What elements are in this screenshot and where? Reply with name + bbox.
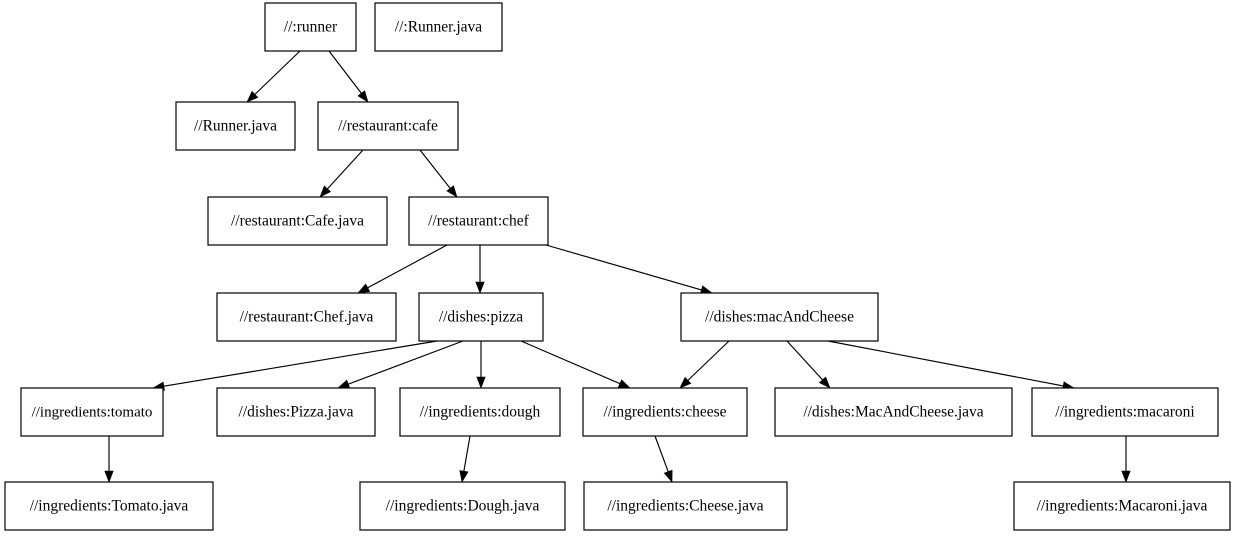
node-label-ingredients_tomato: //ingredients:tomato bbox=[32, 404, 153, 420]
edge-arrowhead-runner-to-runner_java bbox=[246, 90, 259, 103]
edge-line-dishes_macandcheese-to-ingredients_macaroni bbox=[827, 340, 1064, 387]
graph-node-dishes_macandcheese_java[interactable]: //dishes:MacAndCheese.java bbox=[774, 387, 1013, 437]
graph-node-ingredients_tomato_java[interactable]: //ingredients:Tomato.java bbox=[4, 481, 214, 531]
edge-arrowhead-runner-to-restaurant_cafe bbox=[357, 90, 369, 103]
node-label-dishes_macandcheese: //dishes:macAndCheese bbox=[705, 309, 854, 326]
node-box-dishes_pizza[interactable] bbox=[418, 292, 544, 342]
node-label-runner_java_root: //:Runner.java bbox=[395, 19, 483, 36]
node-box-ingredients_cheese_java[interactable] bbox=[583, 481, 788, 531]
graph-node-ingredients_dough_java[interactable]: //ingredients:Dough.java bbox=[359, 481, 566, 531]
graph-node-restaurant_cafe[interactable]: //restaurant:cafe bbox=[317, 101, 459, 151]
node-label-restaurant_chef: //restaurant:chef bbox=[428, 213, 530, 230]
node-label-dishes_macandcheese_java: //dishes:MacAndCheese.java bbox=[803, 404, 983, 421]
node-box-restaurant_chef[interactable] bbox=[408, 196, 549, 246]
node-box-runner[interactable] bbox=[264, 2, 357, 52]
edge-arrowhead-dishes_macandcheese-to-ingredients_cheese bbox=[679, 376, 692, 389]
edge-arrowhead-ingredients_cheese-to-ingredients_cheese_java bbox=[663, 469, 673, 483]
graph-node-ingredients_macaroni[interactable]: //ingredients:macaroni bbox=[1031, 387, 1219, 437]
edge-line-runner-to-runner_java bbox=[254, 50, 301, 95]
edge-arrowhead-dishes_macandcheese-to-dishes_macandcheese_java bbox=[818, 376, 831, 389]
edge-line-runner-to-restaurant_cafe bbox=[328, 50, 362, 94]
node-box-ingredients_dough_java[interactable] bbox=[359, 481, 566, 531]
edge-line-restaurant_cafe-to-restaurant_chef bbox=[419, 149, 451, 189]
graph-node-restaurant_cafe_java[interactable]: //restaurant:Cafe.java bbox=[207, 196, 388, 246]
node-label-ingredients_cheese: //ingredients:cheese bbox=[603, 404, 726, 421]
edges-layer bbox=[104, 50, 1131, 483]
edge-arrowhead-restaurant_chef-to-restaurant_chef_java bbox=[357, 283, 371, 294]
node-label-ingredients_dough: //ingredients:dough bbox=[420, 404, 541, 421]
node-box-runner_java_root[interactable] bbox=[374, 2, 503, 52]
edge-line-dishes_pizza-to-ingredients_tomato bbox=[163, 340, 438, 387]
edge-line-dishes_macandcheese-to-ingredients_cheese bbox=[687, 340, 730, 381]
graph-node-dishes_pizza_java[interactable]: //dishes:Pizza.java bbox=[216, 387, 376, 437]
node-box-dishes_macandcheese_java[interactable] bbox=[774, 387, 1013, 437]
edge-arrowhead-restaurant_cafe-to-restaurant_cafe_java bbox=[319, 185, 332, 198]
nodes-layer: //:runner //:Runner.java //Runner.java //re… bbox=[4, 2, 1231, 531]
edge-line-dishes_macandcheese-to-dishes_macandcheese_java bbox=[786, 340, 823, 381]
node-box-ingredients_cheese[interactable] bbox=[582, 387, 748, 437]
edge-arrowhead-restaurant_chef-to-dishes_pizza bbox=[475, 281, 485, 294]
edge-arrowhead-dishes_pizza-to-ingredients_cheese bbox=[617, 379, 631, 389]
edge-arrowhead-ingredients_dough-to-ingredients_dough_java bbox=[459, 470, 469, 483]
node-label-dishes_pizza: //dishes:pizza bbox=[439, 309, 523, 326]
graph-node-ingredients_cheese_java[interactable]: //ingredients:Cheese.java bbox=[583, 481, 788, 531]
edge-line-restaurant_chef-to-restaurant_chef_java bbox=[367, 244, 448, 289]
graph-node-ingredients_macaroni_java[interactable]: //ingredients:Macaroni.java bbox=[1013, 481, 1231, 531]
node-label-restaurant_chef_java: //restaurant:Chef.java bbox=[240, 309, 374, 326]
node-box-restaurant_chef_java[interactable] bbox=[216, 292, 397, 342]
node-label-restaurant_cafe_java: //restaurant:Cafe.java bbox=[231, 213, 364, 230]
edge-line-ingredients_dough-to-ingredients_dough_java bbox=[463, 435, 471, 472]
node-box-ingredients_tomato_java[interactable] bbox=[4, 481, 214, 531]
graph-node-ingredients_cheese[interactable]: //ingredients:cheese bbox=[582, 387, 748, 437]
graph-node-ingredients_dough[interactable]: //ingredients:dough bbox=[399, 387, 561, 437]
node-box-ingredients_macaroni[interactable] bbox=[1031, 387, 1219, 437]
edge-line-restaurant_cafe-to-restaurant_cafe_java bbox=[327, 149, 364, 190]
edge-line-dishes_pizza-to-ingredients_cheese bbox=[520, 340, 621, 385]
node-box-dishes_macandcheese[interactable] bbox=[680, 292, 879, 342]
graph-node-runner_java[interactable]: //Runner.java bbox=[175, 101, 296, 151]
node-box-runner_java[interactable] bbox=[175, 101, 296, 151]
graph-node-dishes_macandcheese[interactable]: //dishes:macAndCheese bbox=[680, 292, 879, 342]
edge-arrowhead-dishes_pizza-to-dishes_pizza_java bbox=[337, 379, 351, 389]
edge-line-restaurant_chef-to-dishes_macandcheese bbox=[545, 244, 702, 291]
node-label-restaurant_cafe: //restaurant:cafe bbox=[338, 118, 438, 135]
node-label-ingredients_macaroni: //ingredients:macaroni bbox=[1055, 404, 1195, 421]
edge-arrowhead-dishes_pizza-to-ingredients_dough bbox=[476, 376, 486, 389]
node-box-restaurant_cafe[interactable] bbox=[317, 101, 459, 151]
node-label-ingredients_tomato_java: //ingredients:Tomato.java bbox=[30, 498, 189, 515]
graph-node-restaurant_chef_java[interactable]: //restaurant:Chef.java bbox=[216, 292, 397, 342]
node-box-restaurant_cafe_java[interactable] bbox=[207, 196, 388, 246]
edge-line-ingredients_cheese-to-ingredients_cheese_java bbox=[654, 435, 669, 472]
node-label-ingredients_cheese_java: //ingredients:Cheese.java bbox=[607, 498, 763, 515]
edge-arrowhead-ingredients_macaroni-to-ingredients_macaroni_java bbox=[1121, 470, 1131, 483]
node-box-dishes_pizza_java[interactable] bbox=[216, 387, 376, 437]
graph-node-ingredients_tomato[interactable]: //ingredients:tomato bbox=[20, 387, 164, 437]
edge-arrowhead-ingredients_tomato-to-ingredients_tomato_java bbox=[104, 470, 114, 483]
node-box-ingredients_tomato[interactable] bbox=[20, 387, 164, 437]
graph-node-restaurant_chef[interactable]: //restaurant:chef bbox=[408, 196, 549, 246]
graph-node-dishes_pizza[interactable]: //dishes:pizza bbox=[418, 292, 544, 342]
node-label-runner: //:runner bbox=[284, 19, 338, 36]
graph-node-runner[interactable]: //:runner bbox=[264, 2, 357, 52]
edge-arrowhead-restaurant_cafe-to-restaurant_chef bbox=[446, 185, 458, 198]
graph-node-runner_java_root[interactable]: //:Runner.java bbox=[374, 2, 503, 52]
node-label-dishes_pizza_java: //dishes:Pizza.java bbox=[239, 404, 354, 421]
node-box-ingredients_macaroni_java[interactable] bbox=[1013, 481, 1231, 531]
node-label-ingredients_dough_java: //ingredients:Dough.java bbox=[386, 498, 540, 515]
edge-line-dishes_pizza-to-dishes_pizza_java bbox=[348, 340, 464, 385]
node-box-ingredients_dough[interactable] bbox=[399, 387, 561, 437]
node-label-runner_java: //Runner.java bbox=[194, 118, 277, 135]
node-label-ingredients_macaroni_java: //ingredients:Macaroni.java bbox=[1037, 498, 1208, 515]
